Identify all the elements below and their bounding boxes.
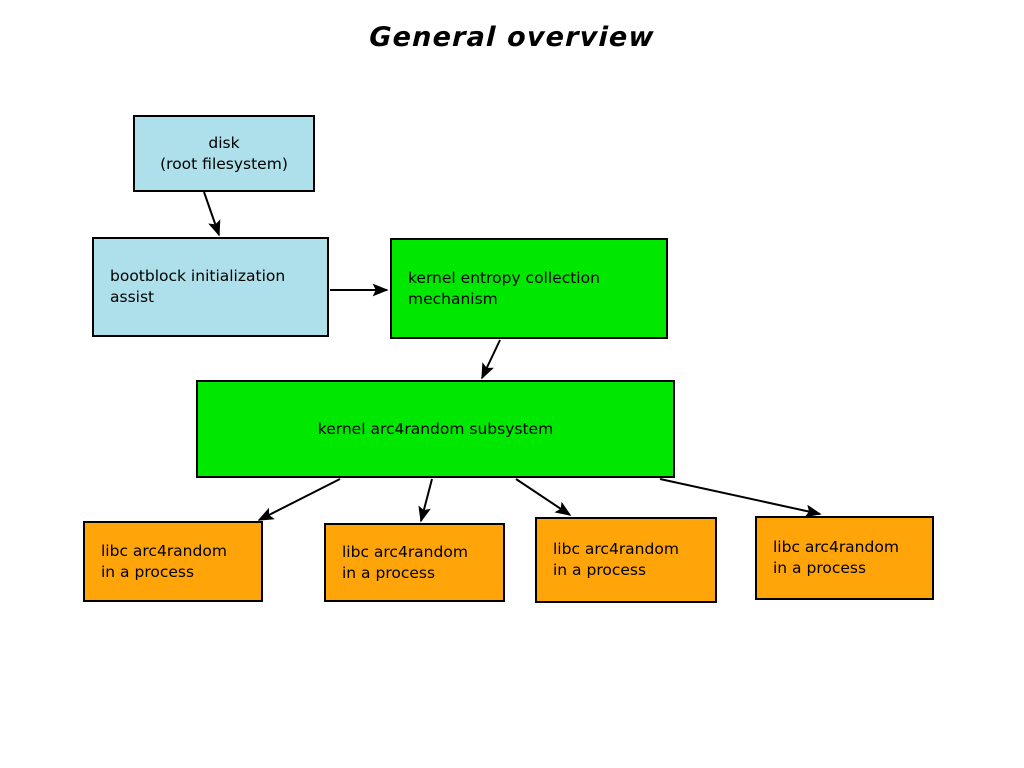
node-label-libc-process-2: libc arc4random in a process xyxy=(342,542,468,582)
node-label-libc-process-4: libc arc4random in a process xyxy=(773,538,899,577)
node-label-kernel-entropy: kernel entropy collection mechanism xyxy=(408,268,600,308)
node-label-disk: disk (root filesystem) xyxy=(160,133,288,173)
edge-arc4random-to-process-1 xyxy=(257,478,341,521)
node-label-kernel-arc4random: kernel arc4random subsystem xyxy=(317,419,554,438)
node-libc-process-2[interactable]: libc arc4random in a process xyxy=(324,523,505,602)
node-label-bootblock: bootblock initialization assist xyxy=(110,267,286,306)
node-label-libc-process-1: libc arc4random in a process xyxy=(101,541,227,581)
page-title: General overview xyxy=(368,22,656,53)
node-bootblock[interactable]: bootblock initialization assist xyxy=(92,237,329,337)
node-libc-process-4[interactable]: libc arc4random in a process xyxy=(755,516,934,600)
node-libc-process-1[interactable]: libc arc4random in a process xyxy=(83,521,263,602)
edge-disk-to-bootblock xyxy=(203,191,221,237)
edge-arc4random-to-process-2 xyxy=(418,478,433,523)
node-libc-process-3[interactable]: libc arc4random in a process xyxy=(535,517,717,603)
node-label-libc-process-3: libc arc4random in a process xyxy=(553,540,679,579)
node-kernel-entropy[interactable]: kernel entropy collection mechanism xyxy=(390,238,668,339)
edge-arc4random-to-process-4 xyxy=(659,478,822,518)
edge-arc4random-to-process-3 xyxy=(515,478,572,516)
node-kernel-arc4random[interactable]: kernel arc4random subsystem xyxy=(196,380,675,478)
node-disk[interactable]: disk (root filesystem) xyxy=(133,115,315,192)
edge-kernel-entropy-to-arc4random xyxy=(481,339,501,380)
